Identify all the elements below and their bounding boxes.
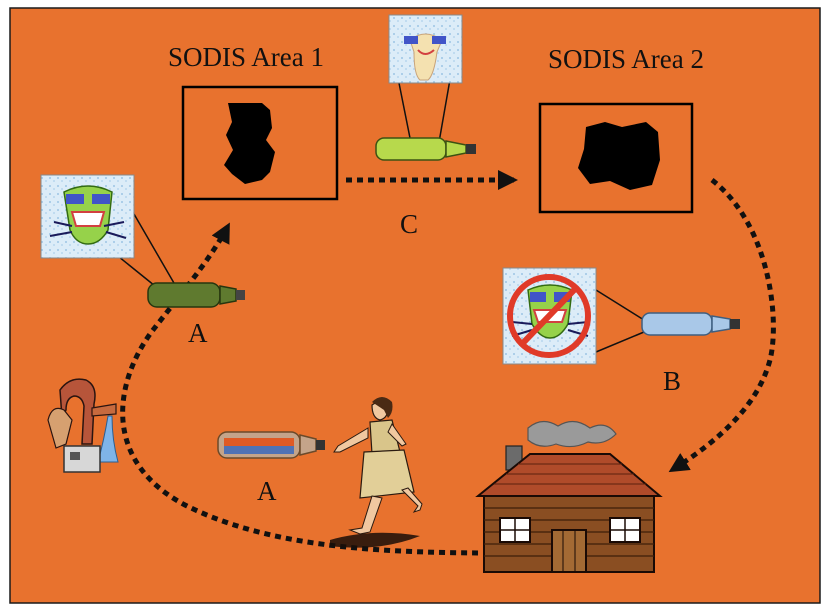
cabin-house-icon — [475, 420, 663, 573]
no-microbe-icon — [502, 267, 597, 365]
water-pump-icon — [47, 378, 119, 473]
label-transfer: C — [400, 209, 419, 239]
contaminated-bottle-bottom — [217, 431, 325, 459]
microbe-icon — [40, 174, 135, 259]
diagram-background — [9, 7, 821, 604]
transfer-bottle — [375, 67, 476, 161]
label-collect-left: A — [188, 318, 208, 348]
woman-running-icon — [330, 397, 423, 548]
label-return: B — [663, 366, 682, 396]
weakened-microbe-icon — [388, 14, 463, 84]
sodis-area-2-title: SODIS Area 2 — [548, 44, 704, 74]
clean-bottle — [595, 289, 740, 353]
sodis-area-2-shape — [578, 122, 660, 190]
sodis-area-1-title: SODIS Area 1 — [168, 42, 324, 72]
sodis-area-1-box — [181, 85, 339, 201]
label-collect-bottom: A — [257, 476, 277, 506]
sodis-area-1-shape — [224, 103, 275, 184]
contaminated-bottle-left — [97, 213, 245, 308]
sodis-area-2-box — [538, 102, 694, 214]
